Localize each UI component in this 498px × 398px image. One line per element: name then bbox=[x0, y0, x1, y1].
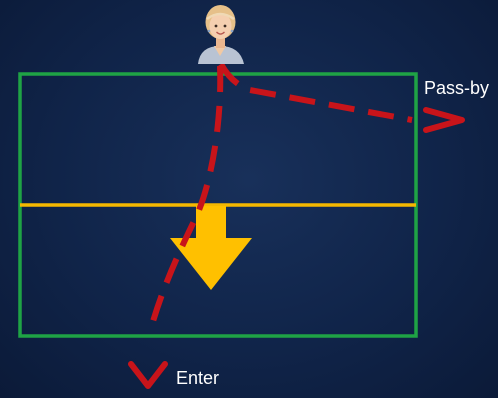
person-avatar-icon bbox=[198, 5, 244, 64]
pass-by-path bbox=[218, 62, 413, 123]
pass-by-label: Pass-by bbox=[424, 78, 490, 98]
pass-by-arrowhead-icon bbox=[423, 107, 465, 133]
down-arrow-icon bbox=[170, 206, 252, 290]
enter-label: Enter bbox=[176, 368, 220, 388]
enter-path bbox=[147, 65, 224, 333]
enter-arrowhead-icon bbox=[128, 361, 168, 389]
